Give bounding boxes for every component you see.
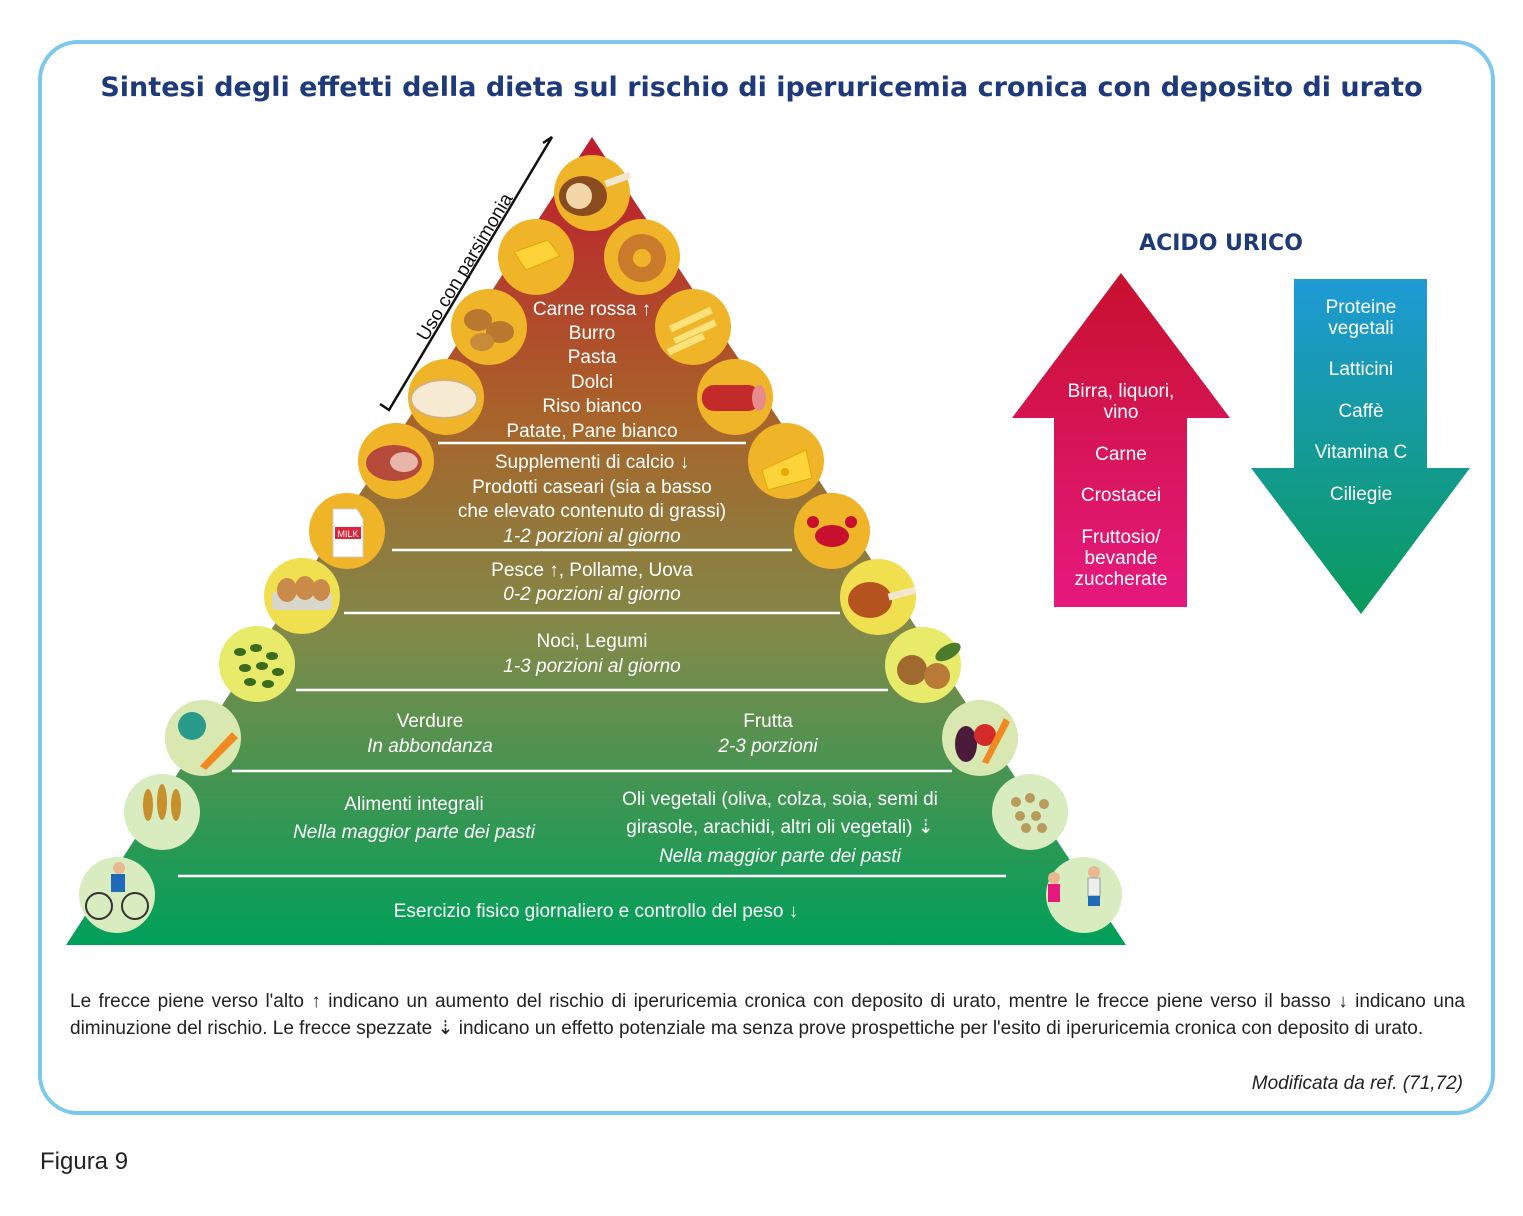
up-item-4-line-1: Fruttosio/: [1081, 527, 1161, 548]
down-item-3: Caffè: [1338, 401, 1383, 422]
top-item-3: Pasta: [568, 347, 617, 368]
wheat-icon: [124, 774, 200, 850]
top-item-4: Dolci: [571, 372, 613, 393]
meat-icon: [358, 423, 434, 499]
legumes-icon: [219, 626, 295, 702]
down-arrow: [1251, 279, 1470, 614]
figure-label: Figura 9: [40, 1148, 129, 1175]
uric-acid-heading: ACIDO URICO: [1139, 231, 1303, 256]
protein-label: Pesce ↑, Pollame, Uova: [491, 560, 693, 581]
dairy-line-3: che elevato contenuto di grassi): [458, 501, 726, 522]
down-arrow-items: Proteine vegetali Latticini Caffè Vitami…: [1315, 297, 1408, 505]
walnuts-icon: [885, 627, 961, 703]
grains-label: Alimenti integrali: [344, 794, 483, 815]
cheese-icon: [748, 423, 824, 499]
cyclist-icon: [79, 857, 155, 933]
fruit-veg-icon: [942, 700, 1018, 776]
pyramid-body: [66, 137, 1126, 945]
pyramid-text: Carne rossa ↑ Burro Pasta Dolci Riso bia…: [293, 299, 938, 922]
top-item-6: Patate, Pane bianco: [506, 421, 677, 442]
nuts-label: Noci, Legumi: [537, 631, 648, 652]
salami-icon: [697, 359, 773, 435]
top-item-2: Burro: [569, 323, 615, 344]
pasta-icon: [655, 289, 731, 365]
up-arrow: [1012, 273, 1230, 607]
eggs-icon: [264, 558, 340, 634]
veg-label: Verdure: [397, 711, 464, 732]
figure-caption: Le frecce piene verso l'alto ↑ indicano …: [70, 991, 1465, 1039]
up-item-1-line-2: vino: [1104, 402, 1139, 423]
up-item-1-line-1: Birra, liquori,: [1068, 381, 1175, 402]
base-label: Esercizio fisico giornaliero e controllo…: [394, 901, 798, 922]
oils-line-1: Oli vegetali (oliva, colza, soia, semi d…: [622, 789, 938, 810]
food-icons: MILK: [79, 155, 1122, 933]
down-item-2: Latticini: [1329, 359, 1393, 380]
down-item-1-line-1: Proteine: [1326, 297, 1397, 318]
reference-note: Modificata da ref. (71,72): [1251, 1073, 1463, 1094]
dairy-line-1: Supplementi di calcio ↓: [495, 452, 689, 473]
dairy-portion: 1-2 porzioni al giorno: [503, 526, 680, 547]
oils-portion: Nella maggior parte dei pasti: [659, 846, 902, 867]
dairy-line-2: Prodotti caseari (sia a basso: [472, 477, 712, 498]
butter-icon: [498, 219, 574, 295]
fruit-label: Frutta: [743, 711, 793, 732]
milk-carton-icon: MILK: [309, 493, 385, 569]
grains-portion: Nella maggior parte dei pasti: [293, 822, 536, 843]
tier-separators: [178, 441, 1006, 878]
down-item-5: Ciliegie: [1330, 484, 1392, 505]
vegetables-icon: [165, 700, 241, 776]
veg-portion: In abbondanza: [367, 736, 493, 757]
up-arrow-items: Birra, liquori, vino Carne Crostacei Fru…: [1068, 381, 1175, 590]
down-item-1-line-2: vegetali: [1328, 318, 1394, 339]
down-item-4: Vitamina C: [1315, 442, 1408, 463]
top-item-1: Carne rossa ↑: [533, 299, 651, 320]
ham-icon: [554, 155, 632, 231]
potatoes-icon: [451, 289, 527, 365]
runners-icon: [1046, 857, 1122, 933]
oils-line-2: girasole, arachidi, altri oli vegetali) …: [626, 817, 933, 838]
donut-icon: [604, 219, 680, 295]
nuts-portion: 1-3 porzioni al giorno: [503, 656, 680, 677]
up-item-4-line-3: zuccherate: [1075, 569, 1168, 590]
milk-label: MILK: [337, 529, 358, 539]
figure-title: Sintesi degli effetti della dieta sul ri…: [100, 72, 1423, 103]
up-item-4-line-2: bevande: [1085, 548, 1158, 569]
chicken-leg-icon: [840, 559, 917, 635]
crab-icon: [794, 493, 870, 569]
up-item-2: Carne: [1095, 444, 1147, 465]
top-item-5: Riso bianco: [542, 396, 641, 417]
seeds-icon: [992, 774, 1068, 850]
fruit-portion: 2-3 porzioni: [717, 736, 818, 757]
up-item-3: Crostacei: [1081, 485, 1161, 506]
bread-icon: [408, 359, 484, 435]
protein-portion: 0-2 porzioni al giorno: [503, 584, 680, 605]
